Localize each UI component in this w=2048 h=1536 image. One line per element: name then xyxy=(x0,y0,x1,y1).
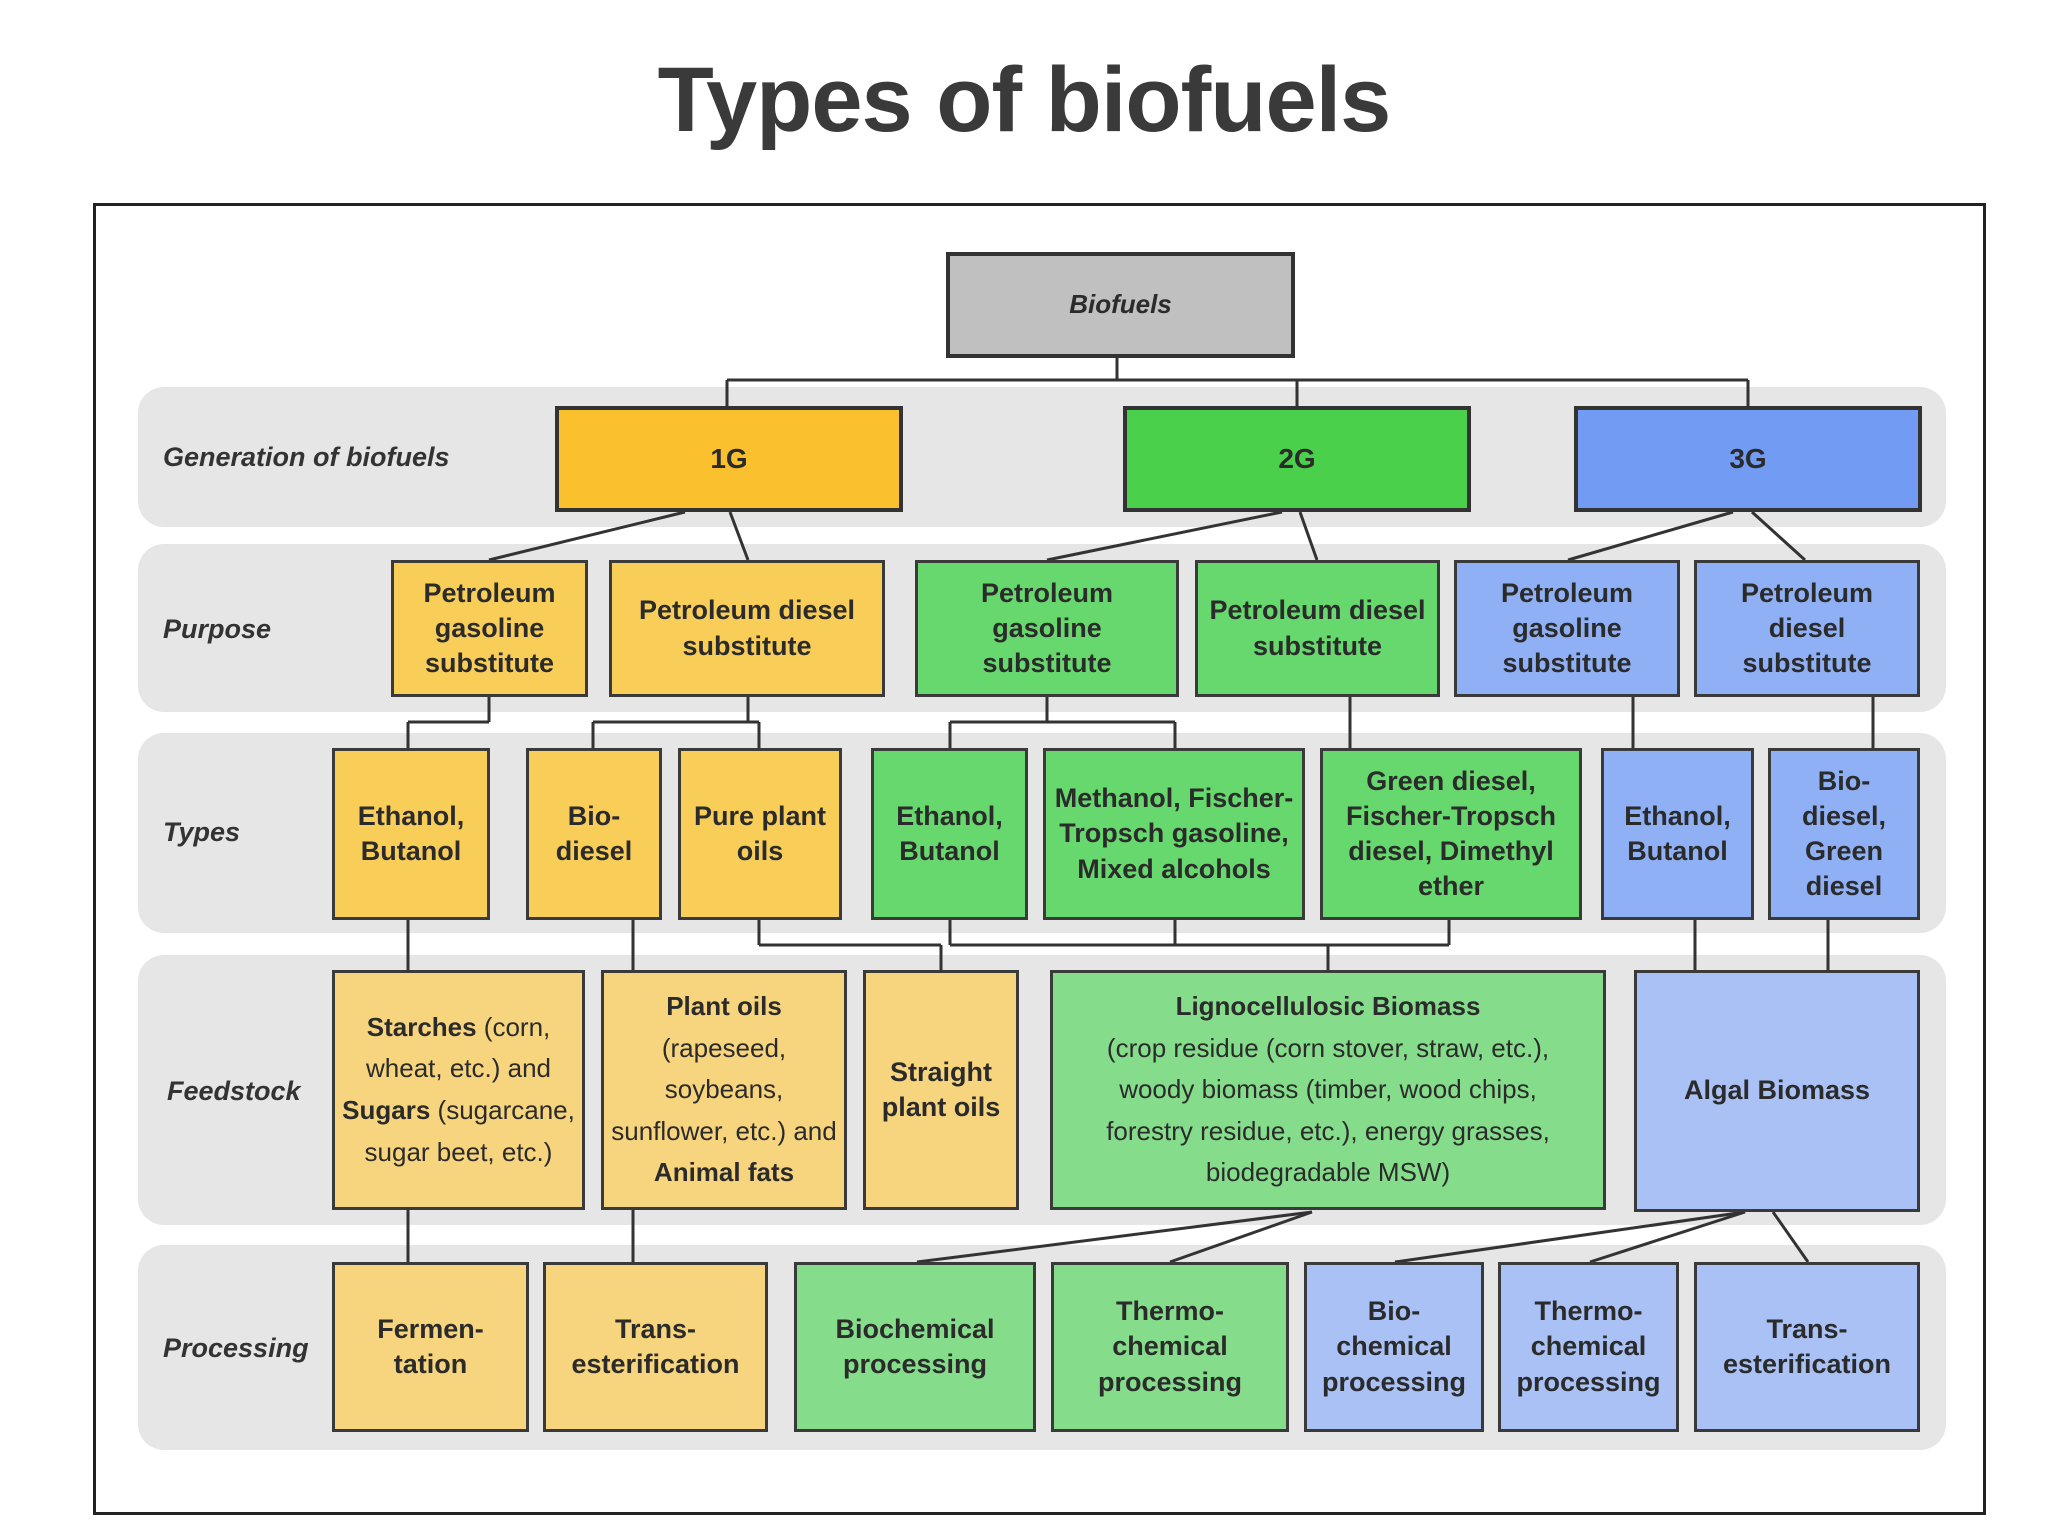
processing-trans-1g-box: Trans-esterification xyxy=(543,1262,768,1432)
feedstock-sugars-bold: Sugars xyxy=(342,1095,431,1125)
type-1g-biodiesel-box: Bio-diesel xyxy=(526,748,662,920)
type-2g-green-diesel-box: Green diesel, Fischer-Tropsch diesel, Di… xyxy=(1320,748,1582,920)
feedstock-plant-oils-bold: Plant oils xyxy=(666,991,782,1022)
type-1g-plant-oils-box: Pure plant oils xyxy=(678,748,842,920)
feedstock-plant-oils-box: Plant oils (rapeseed, soybeans, sunflowe… xyxy=(601,970,847,1210)
row-label-processing: Processing xyxy=(163,1333,309,1363)
purpose-2g-gasoline-box: Petroleum gasoline substitute xyxy=(915,560,1179,697)
feedstock-straight-oils-box: Straight plant oils xyxy=(863,970,1019,1210)
processing-trans-3g-box: Trans-esterification xyxy=(1694,1262,1920,1432)
row-label-generation: Generation of biofuels xyxy=(163,442,450,472)
feedstock-starches-text: (corn, wheat, etc.) and xyxy=(366,1011,551,1084)
diagram-frame xyxy=(93,203,1986,1515)
purpose-3g-diesel-box: Petroleum diesel substitute xyxy=(1694,560,1920,697)
feedstock-sugars-text: (sugarcane, sugar beet, etc.) xyxy=(364,1095,575,1167)
type-2g-ethanol-box: Ethanol, Butanol xyxy=(871,748,1028,920)
feedstock-algal-box: Algal Biomass xyxy=(1634,970,1920,1212)
row-label-feedstock: Feedstock xyxy=(167,1076,301,1106)
processing-thermochemical-2g-box: Thermo-chemical processing xyxy=(1051,1262,1289,1432)
feedstock-lignocellulosic-text: (crop residue (corn stover, straw, etc.)… xyxy=(1106,1032,1550,1188)
type-1g-ethanol-box: Ethanol, Butanol xyxy=(332,748,490,920)
type-3g-biodiesel-box: Bio-diesel, Green diesel xyxy=(1768,748,1920,920)
purpose-3g-gasoline-box: Petroleum gasoline substitute xyxy=(1454,560,1680,697)
page-title: Types of biofuels xyxy=(657,49,1392,151)
purpose-1g-diesel-box: Petroleum diesel substitute xyxy=(609,560,885,697)
type-2g-methanol-box: Methanol, Fischer-Tropsch gasoline, Mixe… xyxy=(1043,748,1305,920)
processing-fermentation-box: Fermen-tation xyxy=(332,1262,529,1432)
feedstock-starches-box: Starches (corn, wheat, etc.) and Sugars … xyxy=(332,970,585,1210)
root-biofuels-box: Biofuels xyxy=(946,252,1295,358)
purpose-1g-gasoline-box: Petroleum gasoline substitute xyxy=(391,560,588,697)
feedstock-lignocellulosic-box: Lignocellulosic Biomass (crop residue (co… xyxy=(1050,970,1606,1210)
feedstock-animal-fats-bold: Animal fats xyxy=(653,1157,795,1188)
feedstock-plant-oils-text: (rapeseed, soybeans, sunflower, etc.) an… xyxy=(611,1032,837,1146)
generation-1g-box: 1G xyxy=(555,406,903,512)
feedstock-starches-bold: Starches xyxy=(366,1011,477,1042)
generation-2g-box: 2G xyxy=(1123,406,1471,512)
generation-3g-box: 3G xyxy=(1574,406,1922,512)
type-3g-ethanol-box: Ethanol, Butanol xyxy=(1601,748,1754,920)
feedstock-lignocellulosic-bold: Lignocellulosic Biomass xyxy=(1175,991,1481,1022)
row-label-types: Types xyxy=(163,817,241,847)
processing-thermochemical-3g-box: Thermo-chemical processing xyxy=(1498,1262,1679,1432)
purpose-2g-diesel-box: Petroleum diesel substitute xyxy=(1195,560,1440,697)
row-label-purpose: Purpose xyxy=(163,614,272,644)
processing-biochemical-3g-box: Bio-chemical processing xyxy=(1304,1262,1484,1432)
processing-biochemical-2g-box: Biochemical processing xyxy=(794,1262,1036,1432)
